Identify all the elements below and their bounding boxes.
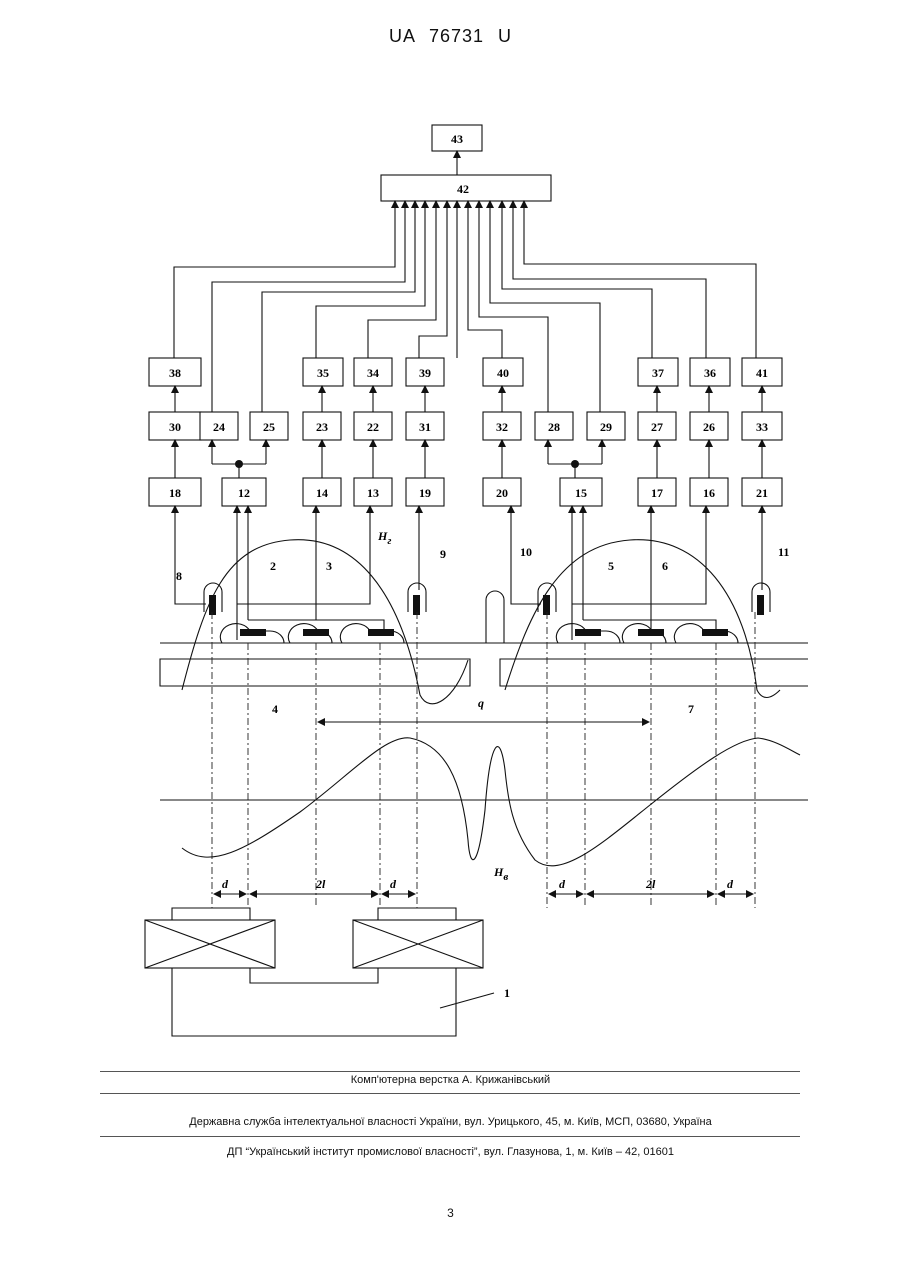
label-d-4: d	[727, 877, 734, 891]
label-11: 11	[778, 545, 789, 559]
label-d-3: d	[559, 877, 566, 891]
page-number: 3	[0, 1206, 901, 1220]
label-10: 10	[520, 545, 532, 559]
label-2: 2	[270, 559, 276, 573]
footer-rule-1	[100, 1071, 800, 1072]
block-37-label: 37	[652, 366, 664, 380]
patent-schematic-figure: 43 42 38 35 34 39 40 37 36 41 30 24 25 2…	[0, 0, 901, 1073]
label-hg: Hг	[377, 529, 391, 547]
label-3: 3	[326, 559, 332, 573]
label-d-2: d	[390, 877, 397, 891]
block-34-label: 34	[367, 366, 379, 380]
footer-agency: Державна служба інтелектуальної власност…	[0, 1116, 901, 1128]
block-40-label: 40	[497, 366, 509, 380]
block-29-label: 29	[600, 420, 612, 434]
block-30-label: 30	[169, 420, 181, 434]
sensor-10	[538, 583, 556, 615]
footer-institute: ДП “Український інститут промислової вла…	[0, 1146, 901, 1158]
magnetizing-system	[145, 908, 494, 1036]
label-7: 7	[688, 702, 694, 716]
sensor-wiring	[175, 506, 762, 640]
block-15-label: 15	[575, 486, 587, 500]
block-23-label: 23	[316, 420, 328, 434]
block-28-label: 28	[548, 420, 560, 434]
metal-plate	[160, 591, 808, 686]
block-43-label: 43	[451, 132, 463, 146]
block-32-label: 32	[496, 420, 508, 434]
label-q: q	[478, 696, 484, 710]
block-13-label: 13	[367, 486, 379, 500]
label-1: 1	[504, 986, 510, 1000]
block-33-label: 33	[756, 420, 768, 434]
sensor-9	[408, 583, 426, 615]
label-d-1: d	[222, 877, 229, 891]
block-21-label: 21	[756, 486, 768, 500]
block-22-label: 22	[367, 420, 379, 434]
label-2l-2: 2l	[645, 877, 656, 891]
footer-layout-credit: Комп'ютерна верстка А. Крижанівський	[0, 1074, 901, 1086]
label-5: 5	[608, 559, 614, 573]
block-39-label: 39	[419, 366, 431, 380]
block-20-label: 20	[496, 486, 508, 500]
label-2l-1: 2l	[315, 877, 326, 891]
block-38-label: 38	[169, 366, 181, 380]
flat-sensors	[220, 624, 738, 643]
label-9: 9	[440, 547, 446, 561]
block-25-label: 25	[263, 420, 275, 434]
block-17-label: 17	[651, 486, 663, 500]
label-6: 6	[662, 559, 668, 573]
block-24-label: 24	[213, 420, 225, 434]
block-16-label: 16	[703, 486, 715, 500]
projection-lines	[212, 612, 755, 908]
label-8: 8	[176, 569, 182, 583]
block-19-label: 19	[419, 486, 431, 500]
block-14-label: 14	[316, 486, 328, 500]
block-35-label: 35	[317, 366, 329, 380]
block-12-label: 12	[238, 486, 250, 500]
hv-field-graph	[160, 738, 808, 866]
block-36-label: 36	[704, 366, 716, 380]
block-41-label: 41	[756, 366, 768, 380]
block-18-label: 18	[169, 486, 181, 500]
block-27-label: 27	[651, 420, 663, 434]
sensor-11	[752, 583, 770, 615]
footer-rule-2	[100, 1093, 800, 1094]
label-4: 4	[272, 702, 278, 716]
block-31-label: 31	[419, 420, 431, 434]
footer-rule-3	[100, 1136, 800, 1137]
block-26-label: 26	[703, 420, 715, 434]
label-hv: Hв	[493, 865, 508, 883]
block-42-label: 42	[457, 182, 469, 196]
